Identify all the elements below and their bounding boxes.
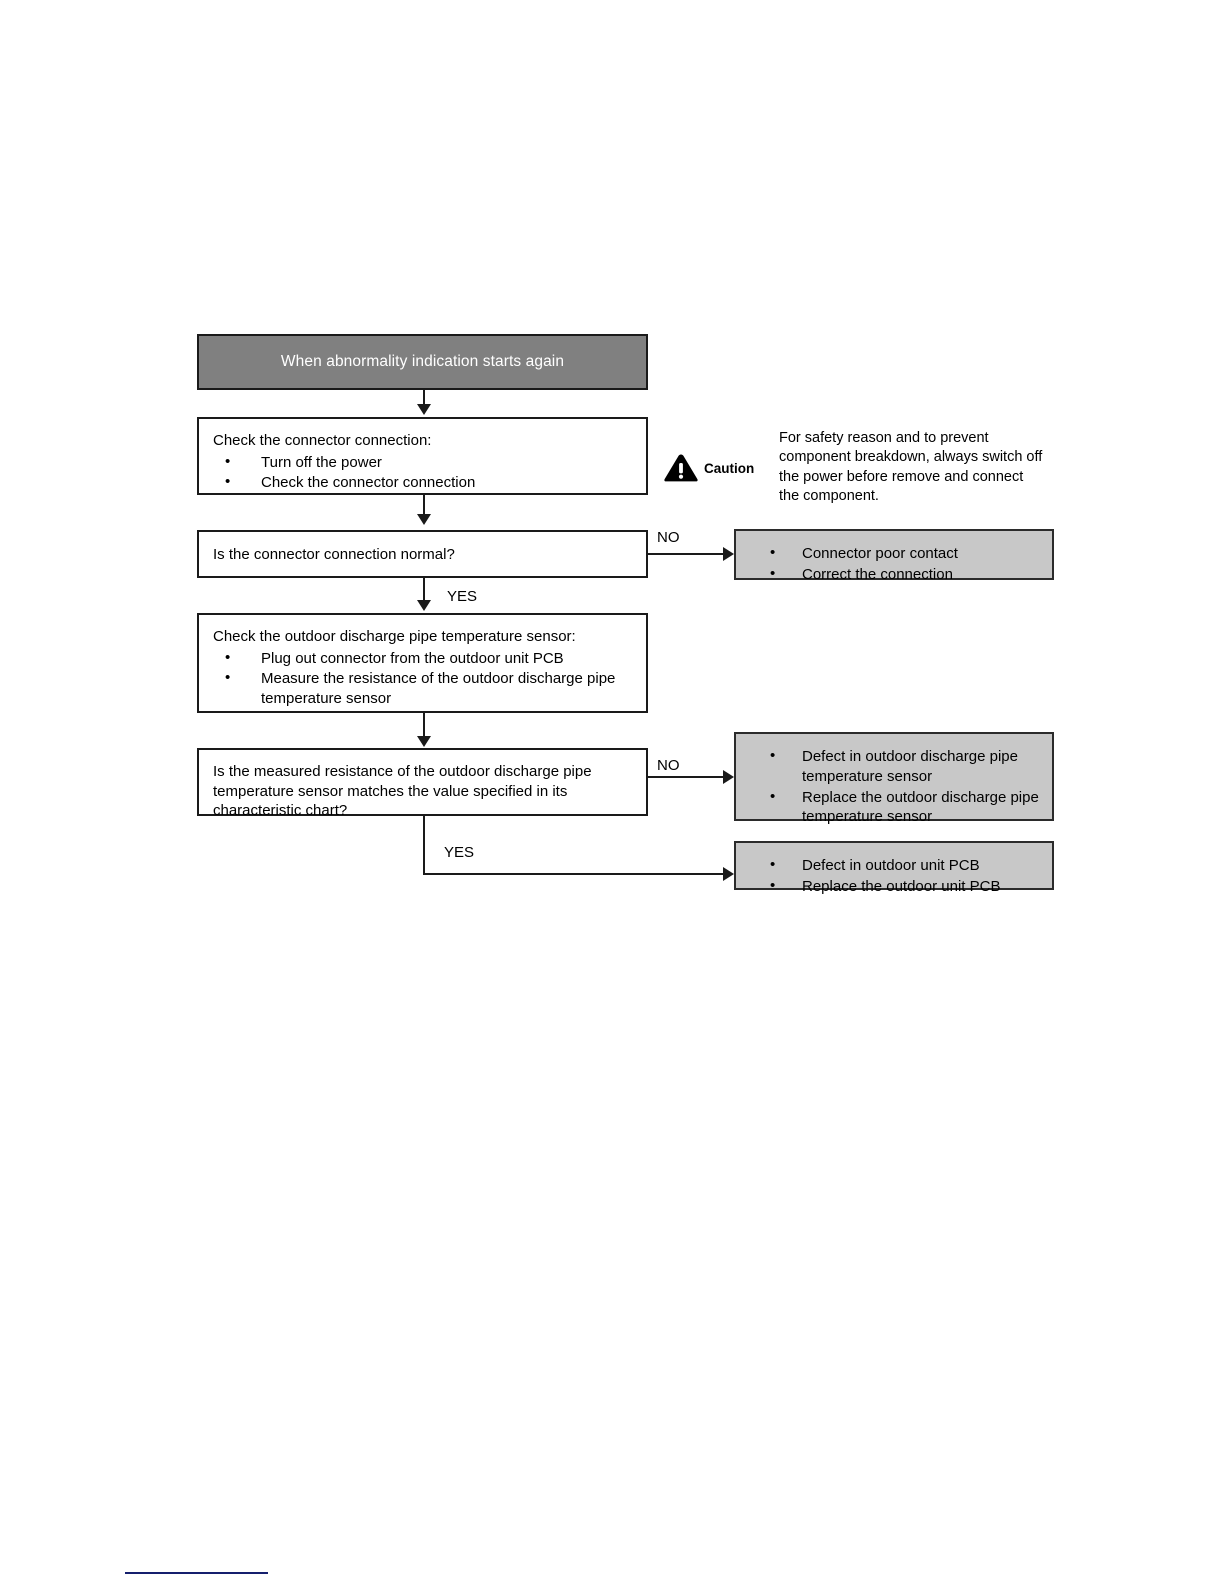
edge-label-yes-decision2: YES — [444, 844, 475, 861]
connector-decision2-yes-vertical — [423, 816, 425, 875]
list-item: Check the connector connection — [213, 472, 646, 493]
connector-header-to-step1 — [423, 390, 425, 406]
step-check-sensor-title: Check the outdoor discharge pipe tempera… — [213, 628, 576, 645]
connector-step1-to-decision1 — [423, 495, 425, 515]
list-item: Defect in outdoor discharge pipe tempera… — [746, 746, 1038, 787]
footer-divider — [125, 1572, 268, 1574]
step-check-connector-bullets: Turn off the power Check the connector c… — [213, 452, 646, 493]
edge-label-yes-decision1: YES — [447, 588, 478, 605]
arrow-step1-to-decision1 — [417, 514, 431, 525]
list-item: Correct the connection — [746, 564, 1052, 585]
decision-resistance-question: Is the measured resistance of the outdoo… — [213, 763, 592, 819]
caution-text: For safety reason and to prevent compone… — [779, 430, 1043, 504]
arrow-step2-to-decision2 — [417, 736, 431, 747]
connector-decision1-no — [648, 553, 726, 555]
result-connector-poor-contact-bullets: Connector poor contact Correct the conne… — [746, 543, 1052, 585]
list-item: Defect in outdoor unit PCB — [746, 855, 1052, 876]
edge-label-no-decision1: NO — [657, 529, 680, 546]
connector-decision2-yes-horizontal — [423, 873, 726, 875]
result-sensor-defect-box: Defect in outdoor discharge pipe tempera… — [734, 732, 1054, 825]
result-pcb-defect-box: Defect in outdoor unit PCB Replace the o… — [734, 841, 1054, 895]
edge-label-no-decision2: NO — [657, 757, 680, 774]
arrow-decision1-no — [723, 547, 734, 561]
connector-decision1-yes — [423, 578, 425, 602]
list-item: Connector poor contact — [746, 543, 1052, 564]
warning-triangle-icon — [664, 454, 698, 482]
list-item: Turn off the power — [213, 452, 646, 473]
step-check-connector-box: Check the connector connection: Turn off… — [197, 417, 648, 495]
list-item: Replace the outdoor unit PCB — [746, 876, 1052, 897]
connector-step2-to-decision2 — [423, 713, 425, 737]
decision-resistance-box: Is the measured resistance of the outdoo… — [197, 748, 648, 819]
flowchart-header-box: When abnormality indication starts again — [197, 334, 648, 390]
step-check-connector-title: Check the connector connection: — [213, 432, 432, 449]
caution-label: Caution — [704, 460, 755, 476]
decision-connector-normal-box: Is the connector connection normal? — [197, 530, 648, 578]
result-connector-poor-contact-box: Connector poor contact Correct the conne… — [734, 529, 1054, 583]
list-item: Replace the outdoor discharge pipe tempe… — [746, 787, 1052, 828]
arrow-decision2-no — [723, 770, 734, 784]
step-check-sensor-bullets: Plug out connector from the outdoor unit… — [213, 648, 646, 709]
list-item: Plug out connector from the outdoor unit… — [213, 648, 646, 669]
arrow-header-to-step1 — [417, 404, 431, 415]
result-pcb-defect-bullets: Defect in outdoor unit PCB Replace the o… — [746, 855, 1052, 897]
decision-connector-normal-question: Is the connector connection normal? — [213, 546, 455, 563]
step-check-sensor-box: Check the outdoor discharge pipe tempera… — [197, 613, 648, 713]
caution-badge: Caution — [663, 452, 754, 484]
connector-decision2-no — [648, 776, 726, 778]
list-item: Measure the resistance of the outdoor di… — [213, 668, 646, 708]
arrow-decision2-yes — [723, 867, 734, 881]
arrow-decision1-yes — [417, 600, 431, 611]
result-sensor-defect-bullets: Defect in outdoor discharge pipe tempera… — [746, 746, 1052, 828]
flowchart-header-label: When abnormality indication starts again — [280, 353, 565, 370]
